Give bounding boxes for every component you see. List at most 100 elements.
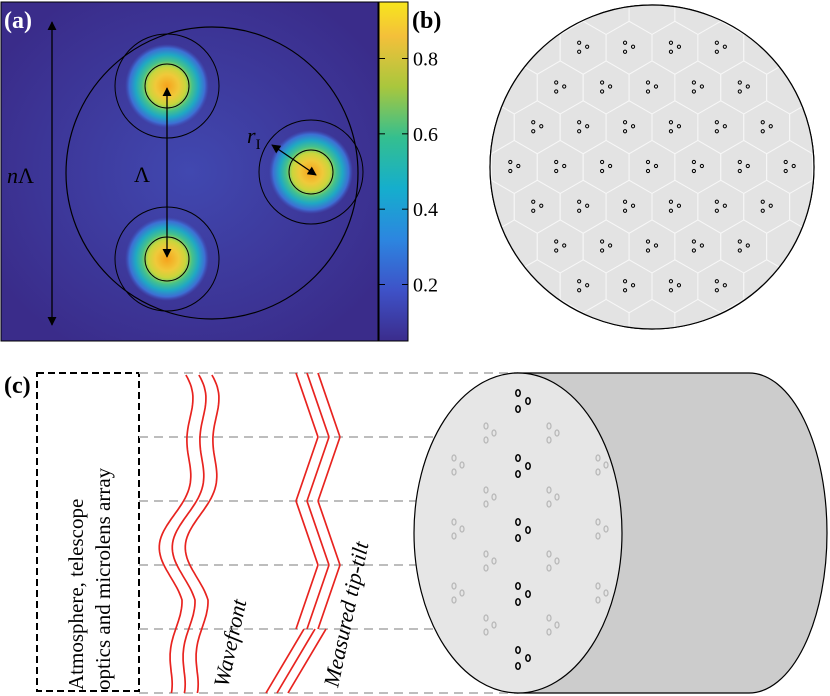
core-dot bbox=[630, 124, 636, 129]
core-dot bbox=[737, 159, 742, 165]
core-marker-faint bbox=[483, 564, 489, 572]
core-dot bbox=[745, 84, 750, 89]
core-dot bbox=[691, 168, 696, 174]
tip-tilt-segment bbox=[276, 628, 316, 694]
projection-guide-lines bbox=[139, 372, 518, 694]
core-dot bbox=[539, 203, 544, 208]
core-dot bbox=[737, 80, 742, 85]
tip-tilt-lines bbox=[265, 372, 341, 694]
wavefront-line bbox=[171, 374, 207, 694]
core-dot bbox=[585, 124, 590, 129]
tiptilt-label: Measured tip-tilt bbox=[318, 539, 374, 690]
core-marker-faint bbox=[546, 436, 552, 444]
core-dot bbox=[531, 199, 536, 204]
tip-tilt-segment bbox=[306, 372, 330, 438]
tip-tilt-segment bbox=[295, 564, 319, 630]
hexagonal-lenslet-grid bbox=[490, 5, 814, 329]
core-glow-top bbox=[125, 44, 209, 128]
core-dot bbox=[791, 163, 796, 169]
core-marker-faint bbox=[491, 493, 497, 501]
tip-tilt-segment bbox=[317, 436, 341, 502]
core-dot bbox=[608, 84, 613, 89]
tip-tilt-segment bbox=[295, 500, 319, 566]
core-dot bbox=[737, 89, 742, 94]
core-marker-faint bbox=[546, 486, 552, 494]
core-marker bbox=[515, 598, 521, 606]
core-marker bbox=[515, 646, 521, 654]
core-dot bbox=[539, 124, 544, 129]
core-marker bbox=[515, 454, 521, 462]
core-marker-faint bbox=[595, 518, 601, 526]
core-dot bbox=[676, 283, 682, 288]
core-dot bbox=[622, 199, 628, 204]
core-marker-faint bbox=[459, 461, 465, 469]
core-dot bbox=[645, 239, 651, 244]
core-marker-faint bbox=[603, 461, 609, 469]
wavefront-line bbox=[184, 374, 220, 694]
colorbar-tick-label: 0.6 bbox=[413, 124, 438, 146]
core-dot bbox=[722, 283, 727, 288]
core-marker bbox=[515, 405, 521, 413]
core-dot bbox=[508, 159, 513, 165]
core-dot bbox=[554, 248, 559, 253]
core-dot bbox=[714, 129, 719, 134]
box-text-line1: Atmosphere, telescope bbox=[64, 499, 88, 690]
core-marker bbox=[525, 590, 531, 598]
panel-b: (b) bbox=[412, 4, 815, 330]
core-dot bbox=[722, 124, 727, 129]
core-marker-faint bbox=[595, 454, 601, 462]
core-dot bbox=[653, 84, 659, 89]
core-marker-faint bbox=[483, 628, 489, 636]
colorbar-tick-label: 0.4 bbox=[413, 199, 438, 221]
core-dot bbox=[577, 49, 582, 54]
core-marker-faint bbox=[554, 621, 560, 629]
panel-c-label: (c) bbox=[4, 373, 31, 399]
core-dot bbox=[714, 40, 719, 45]
core-marker bbox=[525, 526, 531, 534]
core-dot bbox=[562, 243, 567, 248]
panel-a-label: (a) bbox=[4, 8, 32, 34]
lenslet-cell bbox=[490, 139, 492, 195]
core-dot bbox=[722, 44, 727, 49]
core-marker-faint bbox=[595, 532, 601, 540]
tip-tilt-segment bbox=[317, 500, 341, 566]
core-dot bbox=[554, 168, 559, 174]
core-dot bbox=[668, 129, 674, 134]
core-marker-faint bbox=[491, 429, 497, 437]
core-dot bbox=[622, 208, 628, 213]
core-dot bbox=[577, 279, 582, 284]
core-dot bbox=[714, 208, 719, 213]
wavefront-lines bbox=[158, 374, 220, 694]
core-dot bbox=[608, 243, 613, 248]
box-text-line2: optics and microlens array bbox=[91, 467, 115, 690]
tip-tilt-segment bbox=[295, 436, 319, 502]
core-dot bbox=[608, 163, 613, 169]
core-dot bbox=[760, 129, 765, 134]
colorbar bbox=[378, 1, 409, 342]
core-dot bbox=[653, 243, 659, 248]
core-dot bbox=[668, 288, 674, 293]
core-dot bbox=[691, 239, 696, 244]
core-marker bbox=[515, 662, 521, 670]
core-dot bbox=[531, 120, 536, 125]
core-dot bbox=[554, 159, 559, 165]
core-dot bbox=[645, 168, 651, 174]
panel-b-label: (b) bbox=[412, 8, 441, 34]
tip-tilt-segment bbox=[317, 564, 341, 630]
core-dot bbox=[577, 129, 582, 134]
core-dot bbox=[531, 208, 536, 213]
core-dot bbox=[577, 120, 582, 125]
cylinder-end-face bbox=[413, 372, 623, 694]
core-dot bbox=[668, 40, 674, 45]
core-dot bbox=[737, 168, 742, 174]
core-marker-faint bbox=[483, 550, 489, 558]
colorbar-tick-label: 0.8 bbox=[413, 49, 438, 71]
core-marker-faint bbox=[546, 564, 552, 572]
core-dot bbox=[645, 159, 651, 165]
core-dot bbox=[600, 248, 605, 253]
core-dot bbox=[554, 89, 559, 94]
core-dot bbox=[714, 199, 719, 204]
core-dot bbox=[722, 203, 727, 208]
core-marker-faint bbox=[451, 454, 457, 462]
cladding-outline bbox=[65, 26, 359, 320]
